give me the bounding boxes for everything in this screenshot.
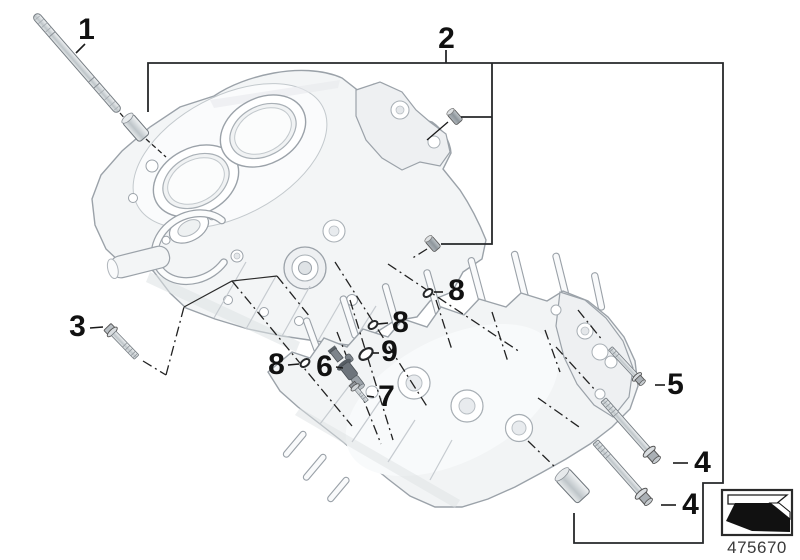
callout-4-lower[interactable]: 4 xyxy=(682,488,699,521)
o-ring-8-left[interactable] xyxy=(299,357,311,368)
stud-bolts xyxy=(282,250,606,503)
bolt-item-4-lower[interactable] xyxy=(590,437,656,508)
dowel-pin-mid[interactable] xyxy=(424,234,441,252)
timing-tower xyxy=(355,81,451,171)
callout-leader-lines xyxy=(75,43,688,506)
bolt-item-5[interactable] xyxy=(606,344,648,387)
callout-8-left[interactable]: 8 xyxy=(268,348,285,381)
assembly-axis-lines xyxy=(142,248,604,469)
o-ring-8-middle[interactable] xyxy=(367,319,379,330)
bearing-boss xyxy=(283,246,327,290)
rear-tower xyxy=(555,291,634,418)
callout-3[interactable]: 3 xyxy=(69,310,86,343)
callout-4-upper[interactable]: 4 xyxy=(694,446,711,479)
engine-lower-crankcase[interactable] xyxy=(267,250,639,508)
mounting-pointer-lines xyxy=(183,275,278,308)
callout-2[interactable]: 2 xyxy=(438,22,455,55)
callout-8-right[interactable]: 8 xyxy=(448,274,465,307)
callout-9[interactable]: 9 xyxy=(381,335,398,368)
o-ring-8-right[interactable] xyxy=(422,287,434,298)
main-bearing-saddles xyxy=(397,366,534,443)
callout-1[interactable]: 1 xyxy=(78,13,95,46)
screw-item-7[interactable] xyxy=(348,380,370,404)
part-number: 475670 xyxy=(727,538,787,557)
engine-upper-crankcase[interactable] xyxy=(91,54,487,352)
alignment-sleeve-top[interactable] xyxy=(120,111,150,142)
alignment-sleeve-bottom[interactable] xyxy=(553,466,590,504)
callout-2-bracket[interactable] xyxy=(147,50,724,544)
callout-5[interactable]: 5 xyxy=(667,368,684,401)
cylinder-bore-rear xyxy=(219,94,307,168)
callout-8-middle[interactable]: 8 xyxy=(392,306,409,339)
stud-bolt-item-1[interactable] xyxy=(32,12,122,114)
callout-6[interactable]: 6 xyxy=(316,350,333,383)
o-ring-9[interactable] xyxy=(357,346,374,362)
callout-7[interactable]: 7 xyxy=(378,380,395,413)
bolt-item-3[interactable] xyxy=(103,322,142,361)
left-boss xyxy=(106,245,171,280)
catalog-logo-box xyxy=(720,488,794,537)
bolt-item-4-upper[interactable] xyxy=(598,395,664,466)
black-arrow-parts-logo-icon xyxy=(726,494,791,532)
dowel-pin-top[interactable] xyxy=(446,107,463,125)
